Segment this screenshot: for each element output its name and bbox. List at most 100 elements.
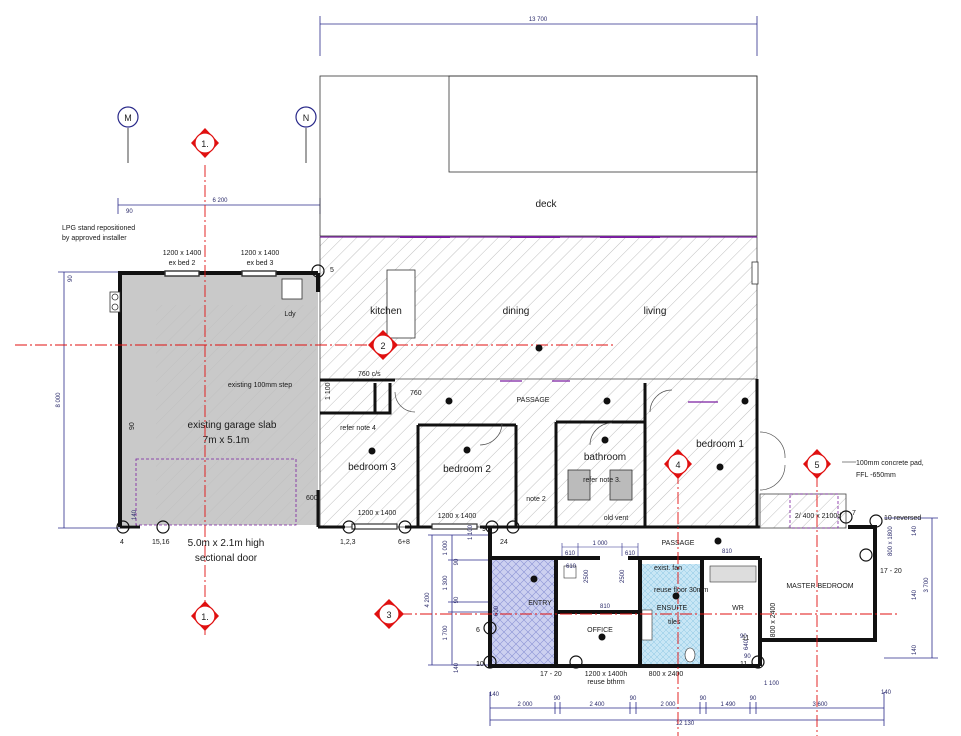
grid-marker-2: 2 [368,330,398,360]
passage-doors [500,380,718,403]
dim-passage-seg-2: 1 000 [592,541,608,547]
dimension-bottom [489,692,885,726]
point-17-20-a: 17 - 20 [540,671,562,678]
svg-text:M: M [124,113,132,123]
deck-label: deck [535,199,557,210]
garage-slab-line2: 7m x 5.1m [203,435,250,446]
dim-bottom-end-right: 140 [881,690,892,696]
office-label: OFFICE [587,627,613,634]
point-5: 5 [330,267,334,274]
win-wr-label: 800 x 2400 [770,603,777,638]
bedroom3-label: bedroom 3 [348,462,396,473]
point-10: 10 [476,661,484,668]
construction-points [116,264,883,669]
point-1-2-3: 1,2,3 [340,539,356,546]
dim-passage-seg-3: 610 [625,551,636,557]
dimension-ext-left [428,534,490,666]
light-fixtures [368,344,749,641]
dim-ext-left-seg-3: 1 300 [443,575,449,591]
reuse-floor-label: reuse floor 30mm [654,587,709,594]
living-right-window [751,261,759,285]
dim-bottom-seg-2: 90 [554,696,561,702]
concrete-pad-line1: 100mm concrete pad, [856,460,924,467]
bathroom-label: bathroom [584,452,626,463]
win-bedroom3-label: 1200 x 1400 [358,510,397,517]
dim-passage-seg-1: 610 [565,551,576,557]
lpg-note-line2: by approved installer [62,235,127,242]
dim-misc-1100: 640 [744,639,750,650]
win-office-line1: 1200 x 1400h [585,671,628,678]
grid-marker-m: M [117,106,139,128]
dim-misc-600: 600 [494,605,500,616]
dim-misc-140-c: 1 100 [764,681,780,687]
dimension-right-height [884,517,938,659]
point-11-b: 11 [742,635,749,642]
living-label: living [644,306,667,317]
right-entry-area [755,379,847,529]
win-ensuite-label: 800 x 2400 [649,671,684,678]
dim-misc-800x1800: 800 x 1800 [888,526,894,556]
point-9: 9 [482,526,486,533]
kitchen-island [386,269,416,339]
dimension-top [319,16,758,56]
garage-slab-line1: existing garage slab [188,420,277,431]
dim-right-height-label: 3 700 [924,577,930,593]
point-24: 24 [500,539,508,546]
refer-note3-label: refer note 3. [583,477,621,484]
ensuite-label: ENSUITE [657,605,688,612]
main-house-bottom-walls [120,490,760,529]
fan-label: exist. fan [654,565,682,572]
dim-left-small-2: 90 [68,275,74,282]
dim-misc-810-b: 810 [722,549,733,555]
grid-marker-3: 3 [374,599,404,629]
dim-ext-left-seg-6: 140 [454,662,460,673]
dim-misc-1100-upper: 1 100 [468,524,474,540]
dim-misc-140-d: 140 [132,509,138,520]
dim-bottom-seg-5: 2 000 [660,702,676,708]
win-office-line2: reuse bthrm [587,679,625,686]
point-6: 6 [476,627,480,634]
dim-ext-left-seg-5: 1 700 [443,625,449,641]
win-bedroom2-label: 1200 x 1400 [438,513,477,520]
point-15-16: 15,16 [152,539,170,546]
dimension-left-height [58,271,120,529]
point-11-a: 11 [740,661,747,668]
svg-text:2: 2 [380,341,385,351]
svg-text:4: 4 [675,460,680,470]
dim-left-height-label: 8 000 [56,392,62,408]
bedroom2-label: bedroom 2 [443,464,491,475]
svg-text:5: 5 [814,460,819,470]
svg-text:1.: 1. [201,612,209,622]
kitchen-label: kitchen [370,306,402,317]
dim-misc-90-a: 90 [740,634,747,640]
point-10-right: 10 [884,515,892,522]
lpg-note-line1: LPG stand repositioned [62,225,135,232]
dim-760: 760 [410,390,422,397]
win-bed2-line2: ex bed 2 [169,260,196,267]
dim-bottom-seg-8: 90 [750,696,757,702]
point-10-reversed: reversed [894,515,921,522]
dim-bottom-seg-9: 3 600 [812,702,828,708]
sectional-door-line1: 5.0m x 2.1m high [188,538,265,549]
dim-left-small-1: 90 [126,209,133,215]
dim-bottom-total: 12 130 [676,721,695,727]
win-bed3-line2: ex bed 3 [247,260,274,267]
dim-misc-140-a: 140 [912,525,918,536]
dim-misc-140-e: 140 [912,589,918,600]
garage-windows [164,270,277,277]
dim-misc-140-b: 140 [912,644,918,655]
garage [118,271,320,527]
note2-label: note 2 [526,496,546,503]
dim-misc-90-b: 90 [744,654,751,660]
dim-ext-left-total: 4 200 [425,592,431,608]
dim-ext-left-seg-2: 90 [454,558,460,565]
concrete-pad-line2: FFL -650mm [856,472,896,479]
dim-bottom-seg-6: 90 [700,696,707,702]
grid-marker-5: 5 [803,449,831,479]
door-swings [394,389,786,491]
grid-lines [15,165,900,736]
point-7: 7 [852,510,856,517]
door-2100-label: 2/ 400 x 2100d [795,513,841,520]
dim-600-garage: 600 [306,495,318,502]
